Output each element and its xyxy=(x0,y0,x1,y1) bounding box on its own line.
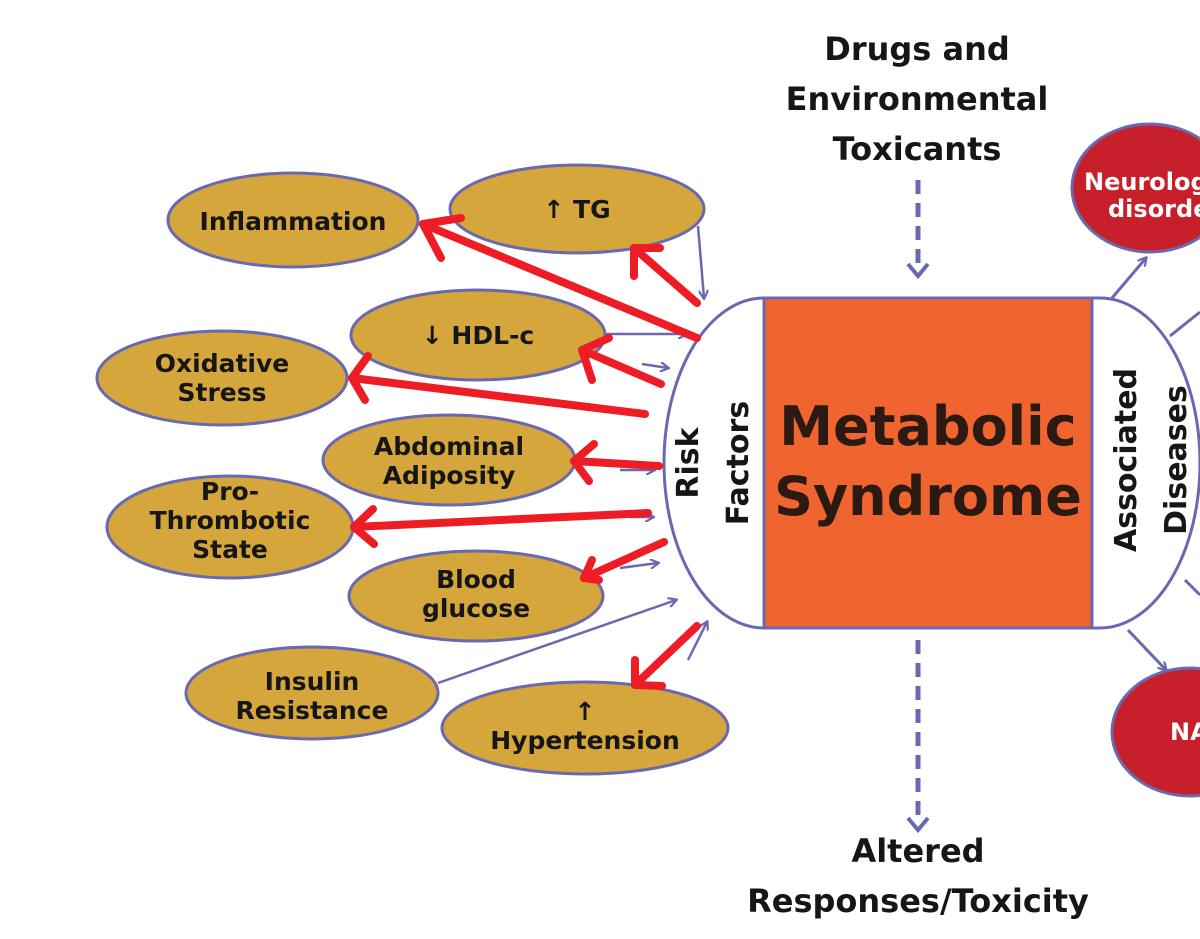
insulin-resistance-line-1: Insulin xyxy=(265,667,360,696)
center-capsule: Metabolic Syndrome Risk Factors Associat… xyxy=(662,296,1200,630)
prothrombotic-line-2: Thrombotic xyxy=(150,506,311,535)
risk-factor-abdominal-adiposity: Abdominal Adiposity xyxy=(321,413,577,507)
disease-na-label: NA xyxy=(1170,718,1200,746)
risk-factor-blood-glucose: Blood glucose xyxy=(347,549,605,643)
assoc-label-line-1: Associated xyxy=(1109,368,1144,552)
abdominal-adiposity-line-2: Adiposity xyxy=(383,461,516,490)
red-arrow-inflammation xyxy=(419,214,701,342)
hypertension-line-1: ↑ xyxy=(575,697,596,726)
disease-neurological: Neurolog disorde xyxy=(1070,122,1200,254)
inflammation-label: Inflammation xyxy=(200,207,387,236)
risk-factors-label: Risk Factors xyxy=(671,401,756,525)
bottom-label-line-2: Responses/Toxicity xyxy=(747,882,1089,920)
risk-factor-blue-arrows xyxy=(437,225,707,685)
top-label-line-2: Environmental xyxy=(786,80,1049,118)
bottom-dashed-arrow xyxy=(906,640,930,834)
associated-diseases-label: Associated Diseases xyxy=(1109,368,1194,552)
risk-label-line-2: Factors xyxy=(721,401,756,525)
top-label-line-3: Toxicants xyxy=(833,130,1002,168)
disease-neurological-line-2: disorde xyxy=(1108,195,1200,223)
risk-factor-oxidative-stress: Oxidative Stress xyxy=(95,329,349,427)
hdl-label: ↓ HDL-c xyxy=(422,321,534,350)
red-arrow-tg xyxy=(630,244,701,307)
risk-factor-prothrombotic-state: Pro- Thrombotic State xyxy=(105,474,355,580)
bottom-label-line-1: Altered xyxy=(851,832,984,870)
insulin-resistance-line-2: Resistance xyxy=(236,696,389,725)
risk-factor-inflammation: Inflammation xyxy=(166,171,420,269)
top-label-line-1: Drugs and xyxy=(824,30,1010,68)
red-arrow-hypertension xyxy=(631,622,701,690)
prothrombotic-line-3: State xyxy=(192,535,268,564)
risk-factor-hdl: ↓ HDL-c xyxy=(349,288,607,382)
hypertension-line-2: Hypertension xyxy=(490,726,680,755)
blood-glucose-line-2: glucose xyxy=(422,594,530,623)
top-dashed-arrow xyxy=(906,180,930,280)
center-title-line-1: Metabolic xyxy=(779,395,1076,458)
disease-neurological-line-1: Neurolog xyxy=(1084,168,1200,196)
prothrombotic-line-1: Pro- xyxy=(201,477,259,506)
disease-na: NA xyxy=(1110,666,1200,798)
center-title-line-2: Syndrome xyxy=(774,465,1082,528)
red-arrow-adiposity xyxy=(570,440,663,485)
red-arrow-hdl xyxy=(578,334,665,388)
oxidative-stress-line-1: Oxidative xyxy=(155,349,290,378)
red-arrow-oxidative xyxy=(348,352,649,418)
red-arrow-prothrombotic xyxy=(350,505,652,548)
tg-label: ↑ TG xyxy=(543,195,610,224)
red-annotation-arrows xyxy=(348,214,701,690)
risk-factor-tg: ↑ TG xyxy=(448,163,706,255)
risk-factor-hypertension: ↑ Hypertension xyxy=(440,680,730,776)
top-label: Drugs and Environmental Toxicants xyxy=(786,30,1049,168)
risk-factor-insulin-resistance: Insulin Resistance xyxy=(184,645,440,741)
metabolic-syndrome-box xyxy=(762,296,1094,630)
oxidative-stress-line-2: Stress xyxy=(177,378,266,407)
abdominal-adiposity-line-1: Abdominal xyxy=(374,432,524,461)
risk-label-line-1: Risk xyxy=(671,426,706,498)
red-arrow-glucose xyxy=(580,538,668,584)
disease-arrows xyxy=(1110,258,1200,670)
bottom-label: Altered Responses/Toxicity xyxy=(747,832,1089,920)
blood-glucose-line-1: Blood xyxy=(436,565,516,594)
assoc-label-line-2: Diseases xyxy=(1159,385,1194,535)
